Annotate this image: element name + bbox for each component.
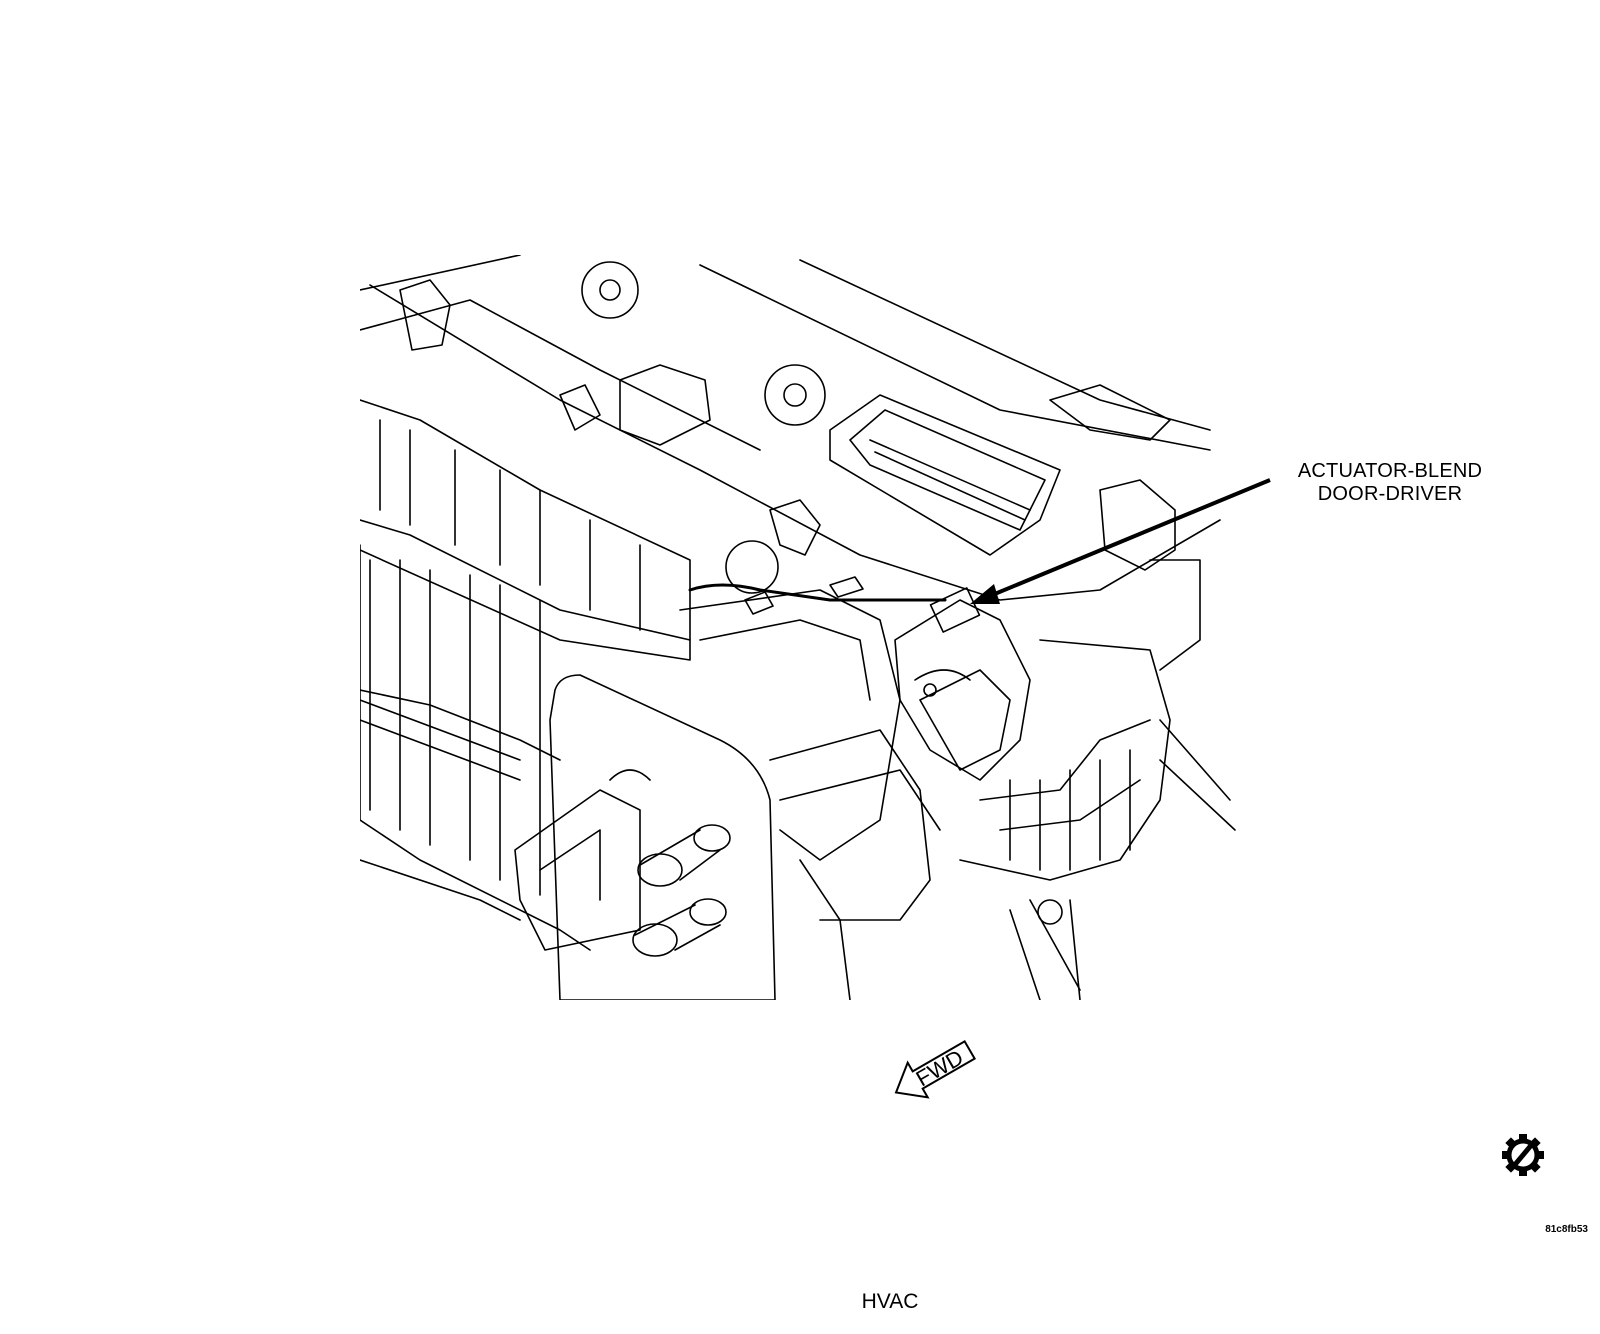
fwd-arrow-icon: FWD [894,1039,977,1099]
arrow-icon [970,584,1000,604]
mounting-bosses [581,261,826,594]
actuator-blend-door-driver [894,587,1031,781]
heater-core-plate [549,674,776,1000]
callout-label: ACTUATOR-BLEND DOOR-DRIVER [1270,460,1510,506]
wire-harness [688,583,947,602]
caption: HVAC [861,1290,919,1313]
callout-leader [970,478,1271,604]
heater-pipes [632,824,731,957]
gear-icon [1502,1134,1544,1176]
callout-line-2: DOOR-DRIVER [1317,483,1463,505]
callout-line-1: ACTUATOR-BLEND [1297,460,1483,482]
vent-opening [829,394,1061,556]
figure-id: 81c8fb53 [1545,1224,1588,1235]
